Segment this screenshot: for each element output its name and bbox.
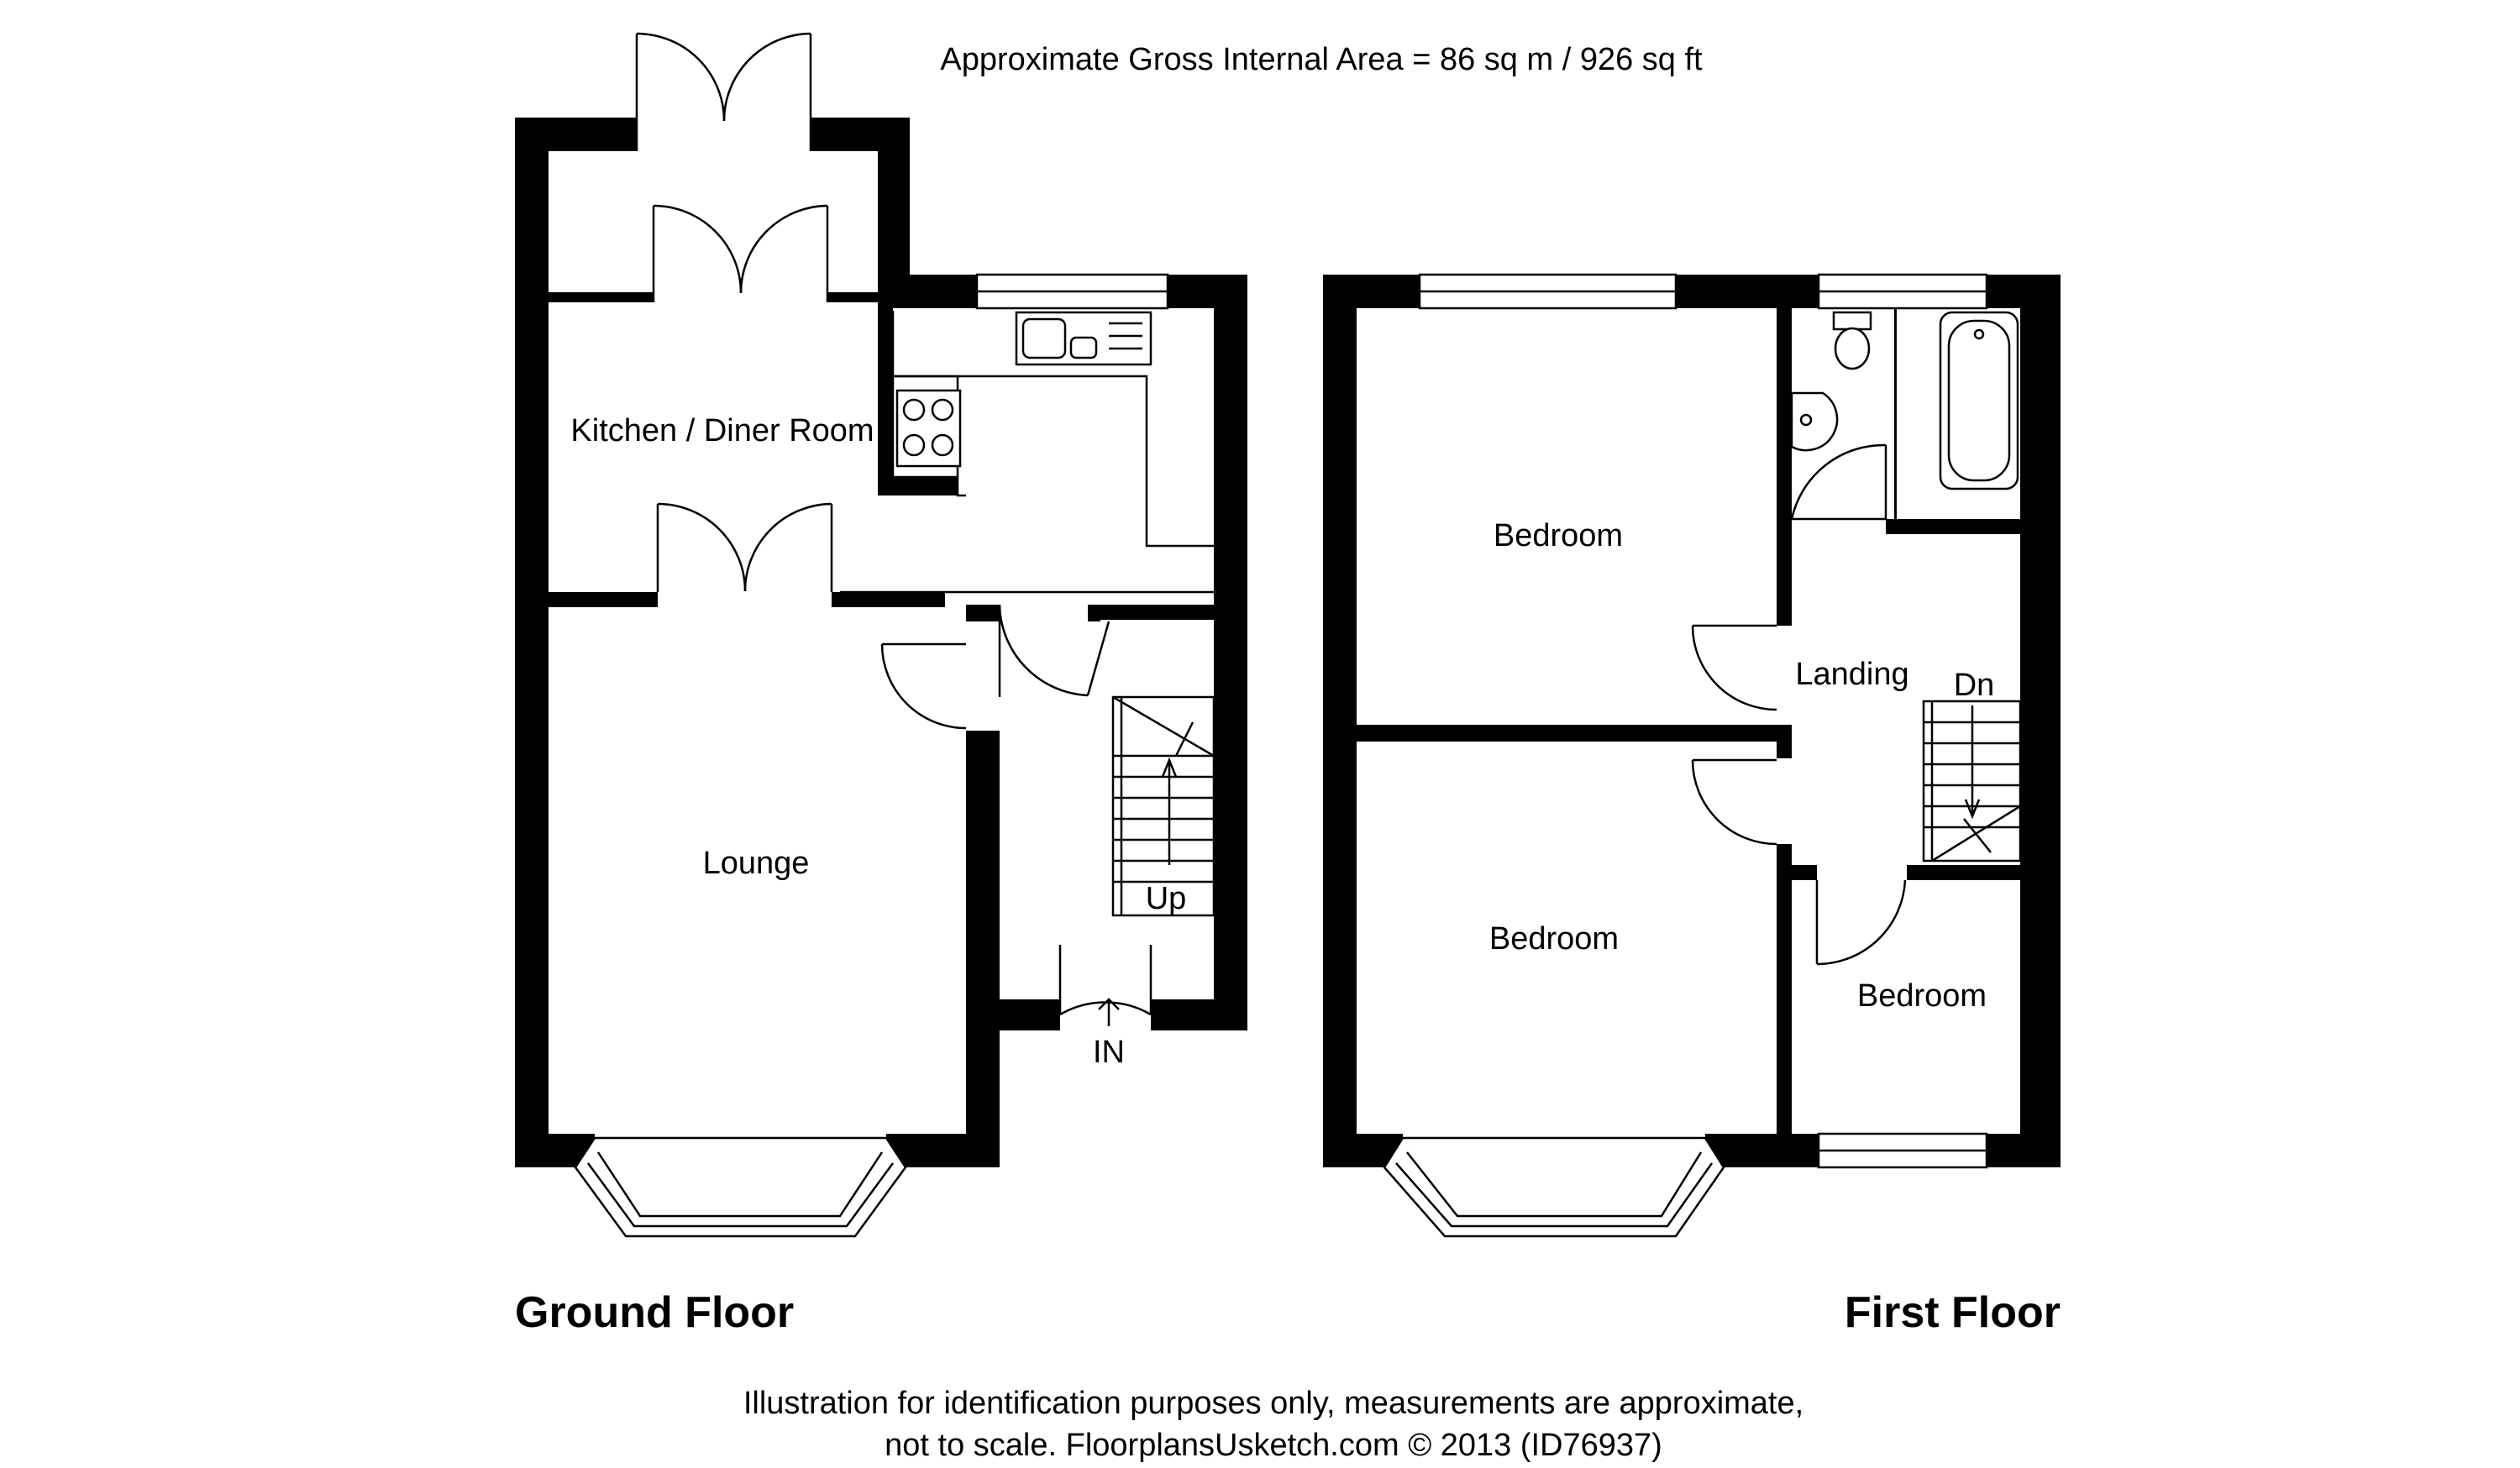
sink-bowl-right-icon xyxy=(1069,336,1098,359)
stairs-down-label: Dn xyxy=(1954,668,1995,703)
first-floor-title: First Floor xyxy=(1845,1288,2061,1337)
gf-wall-porch-bottom-right xyxy=(1151,999,1247,1030)
gf-staircase xyxy=(1111,695,1215,917)
gf-lounge-door xyxy=(880,642,967,730)
room-label-landing: Landing xyxy=(1795,657,1908,692)
ff-small-bedroom-door xyxy=(1815,879,1907,966)
sink-bowl-left-icon xyxy=(1021,317,1067,359)
basin-icon xyxy=(1790,391,1839,452)
gf-kitchen-unit-base xyxy=(878,477,958,495)
gf-wall-kitchen-top-left xyxy=(878,275,977,308)
hob-ring-icon xyxy=(902,398,926,422)
ff-wall-left xyxy=(1323,275,1357,1167)
toilet-icon xyxy=(1832,311,1872,370)
gf-kitchen-lounge-wall-left xyxy=(549,592,658,607)
ff-bay-window xyxy=(1383,1136,1725,1238)
hob-ring-icon xyxy=(902,433,926,457)
ff-wall-right xyxy=(2020,275,2061,1167)
gf-french-doors-exterior xyxy=(635,32,812,151)
ground-floor-title: Ground Floor xyxy=(515,1288,794,1337)
ff-landing-stub xyxy=(1777,529,1792,617)
gf-bay-window xyxy=(574,1136,907,1238)
ff-front-bedroom-door xyxy=(1691,758,1777,846)
stairs-down-arrow-head-icon xyxy=(1964,799,1981,820)
gf-conservatory-divider-right xyxy=(827,292,886,302)
ff-staircase xyxy=(1922,700,2022,862)
room-label-lounge: Lounge xyxy=(703,846,810,881)
ff-wall-bottom-right xyxy=(1987,1134,2061,1167)
ff-bedroom-divider-stub xyxy=(1777,725,1792,758)
gf-stair-stub xyxy=(1088,605,1100,621)
gf-wall-top-left xyxy=(515,118,637,151)
ff-wall-top-mid xyxy=(1676,275,1819,308)
gf-entrance-door xyxy=(1058,945,1152,1026)
ff-small-bedroom-top-wall-right xyxy=(1907,865,2020,880)
room-label-bedroom-rear: Bedroom xyxy=(1494,518,1623,553)
gf-wall-lounge-right xyxy=(966,731,1000,1167)
hob-ring-icon xyxy=(931,398,954,422)
gf-french-doors-kitchen xyxy=(652,204,829,302)
gf-kitchen-unit-wall xyxy=(878,302,893,491)
gf-hall-top-wall xyxy=(966,605,1000,621)
ground-floor-plan xyxy=(515,32,1247,1238)
ff-bath-wc-divider xyxy=(1894,308,1897,519)
ff-bedrooms-divider xyxy=(1357,725,1777,742)
ff-rear-bedroom-door xyxy=(1691,624,1777,711)
gf-wall-right xyxy=(1214,275,1247,1030)
gf-kitchen-lounge-wall-right xyxy=(832,592,945,607)
room-label-bedroom-small: Bedroom xyxy=(1857,978,1987,1014)
gf-wall-conservatory-right xyxy=(878,118,910,302)
entrance-label: IN xyxy=(1093,1035,1125,1070)
ff-wall-top-left xyxy=(1323,275,1420,308)
room-label-bedroom-front: Bedroom xyxy=(1489,921,1619,957)
gf-conservatory-divider-left xyxy=(549,292,654,302)
hob-ring-icon xyxy=(931,433,954,457)
ff-bath-bottom-wall xyxy=(1886,519,2020,534)
disclaimer-line-1: Illustration for identification purposes… xyxy=(743,1386,1803,1421)
entrance-arrow-head-icon xyxy=(1098,998,1120,1010)
stairs-arrow-head-icon xyxy=(1161,757,1178,778)
ff-small-bedroom-top-wall xyxy=(1792,865,1817,880)
ff-wall-bottom-mid xyxy=(1705,1134,1819,1167)
area-summary: Approximate Gross Internal Area = 86 sq … xyxy=(940,42,1703,77)
gf-wall-bottom-right xyxy=(886,1134,1000,1167)
gf-hall-door xyxy=(998,604,1110,697)
gf-worktop-right xyxy=(893,375,1214,548)
bathtub-icon xyxy=(1939,311,2019,490)
ff-bathroom-door xyxy=(1790,443,1887,521)
disclaimer-line-2: not to scale. FloorplansUsketch.com © 20… xyxy=(885,1428,1662,1463)
stairs-up-label: Up xyxy=(1146,881,1187,916)
first-floor-plan xyxy=(1323,273,2061,1238)
gf-wall-left xyxy=(515,118,549,1167)
room-label-kitchen: Kitchen / Diner Room xyxy=(570,413,874,448)
gf-french-doors-lounge xyxy=(656,502,833,592)
ff-bedroom-front-right-wall xyxy=(1777,844,1792,1167)
gf-hall-top-wall-right xyxy=(1088,605,1214,620)
